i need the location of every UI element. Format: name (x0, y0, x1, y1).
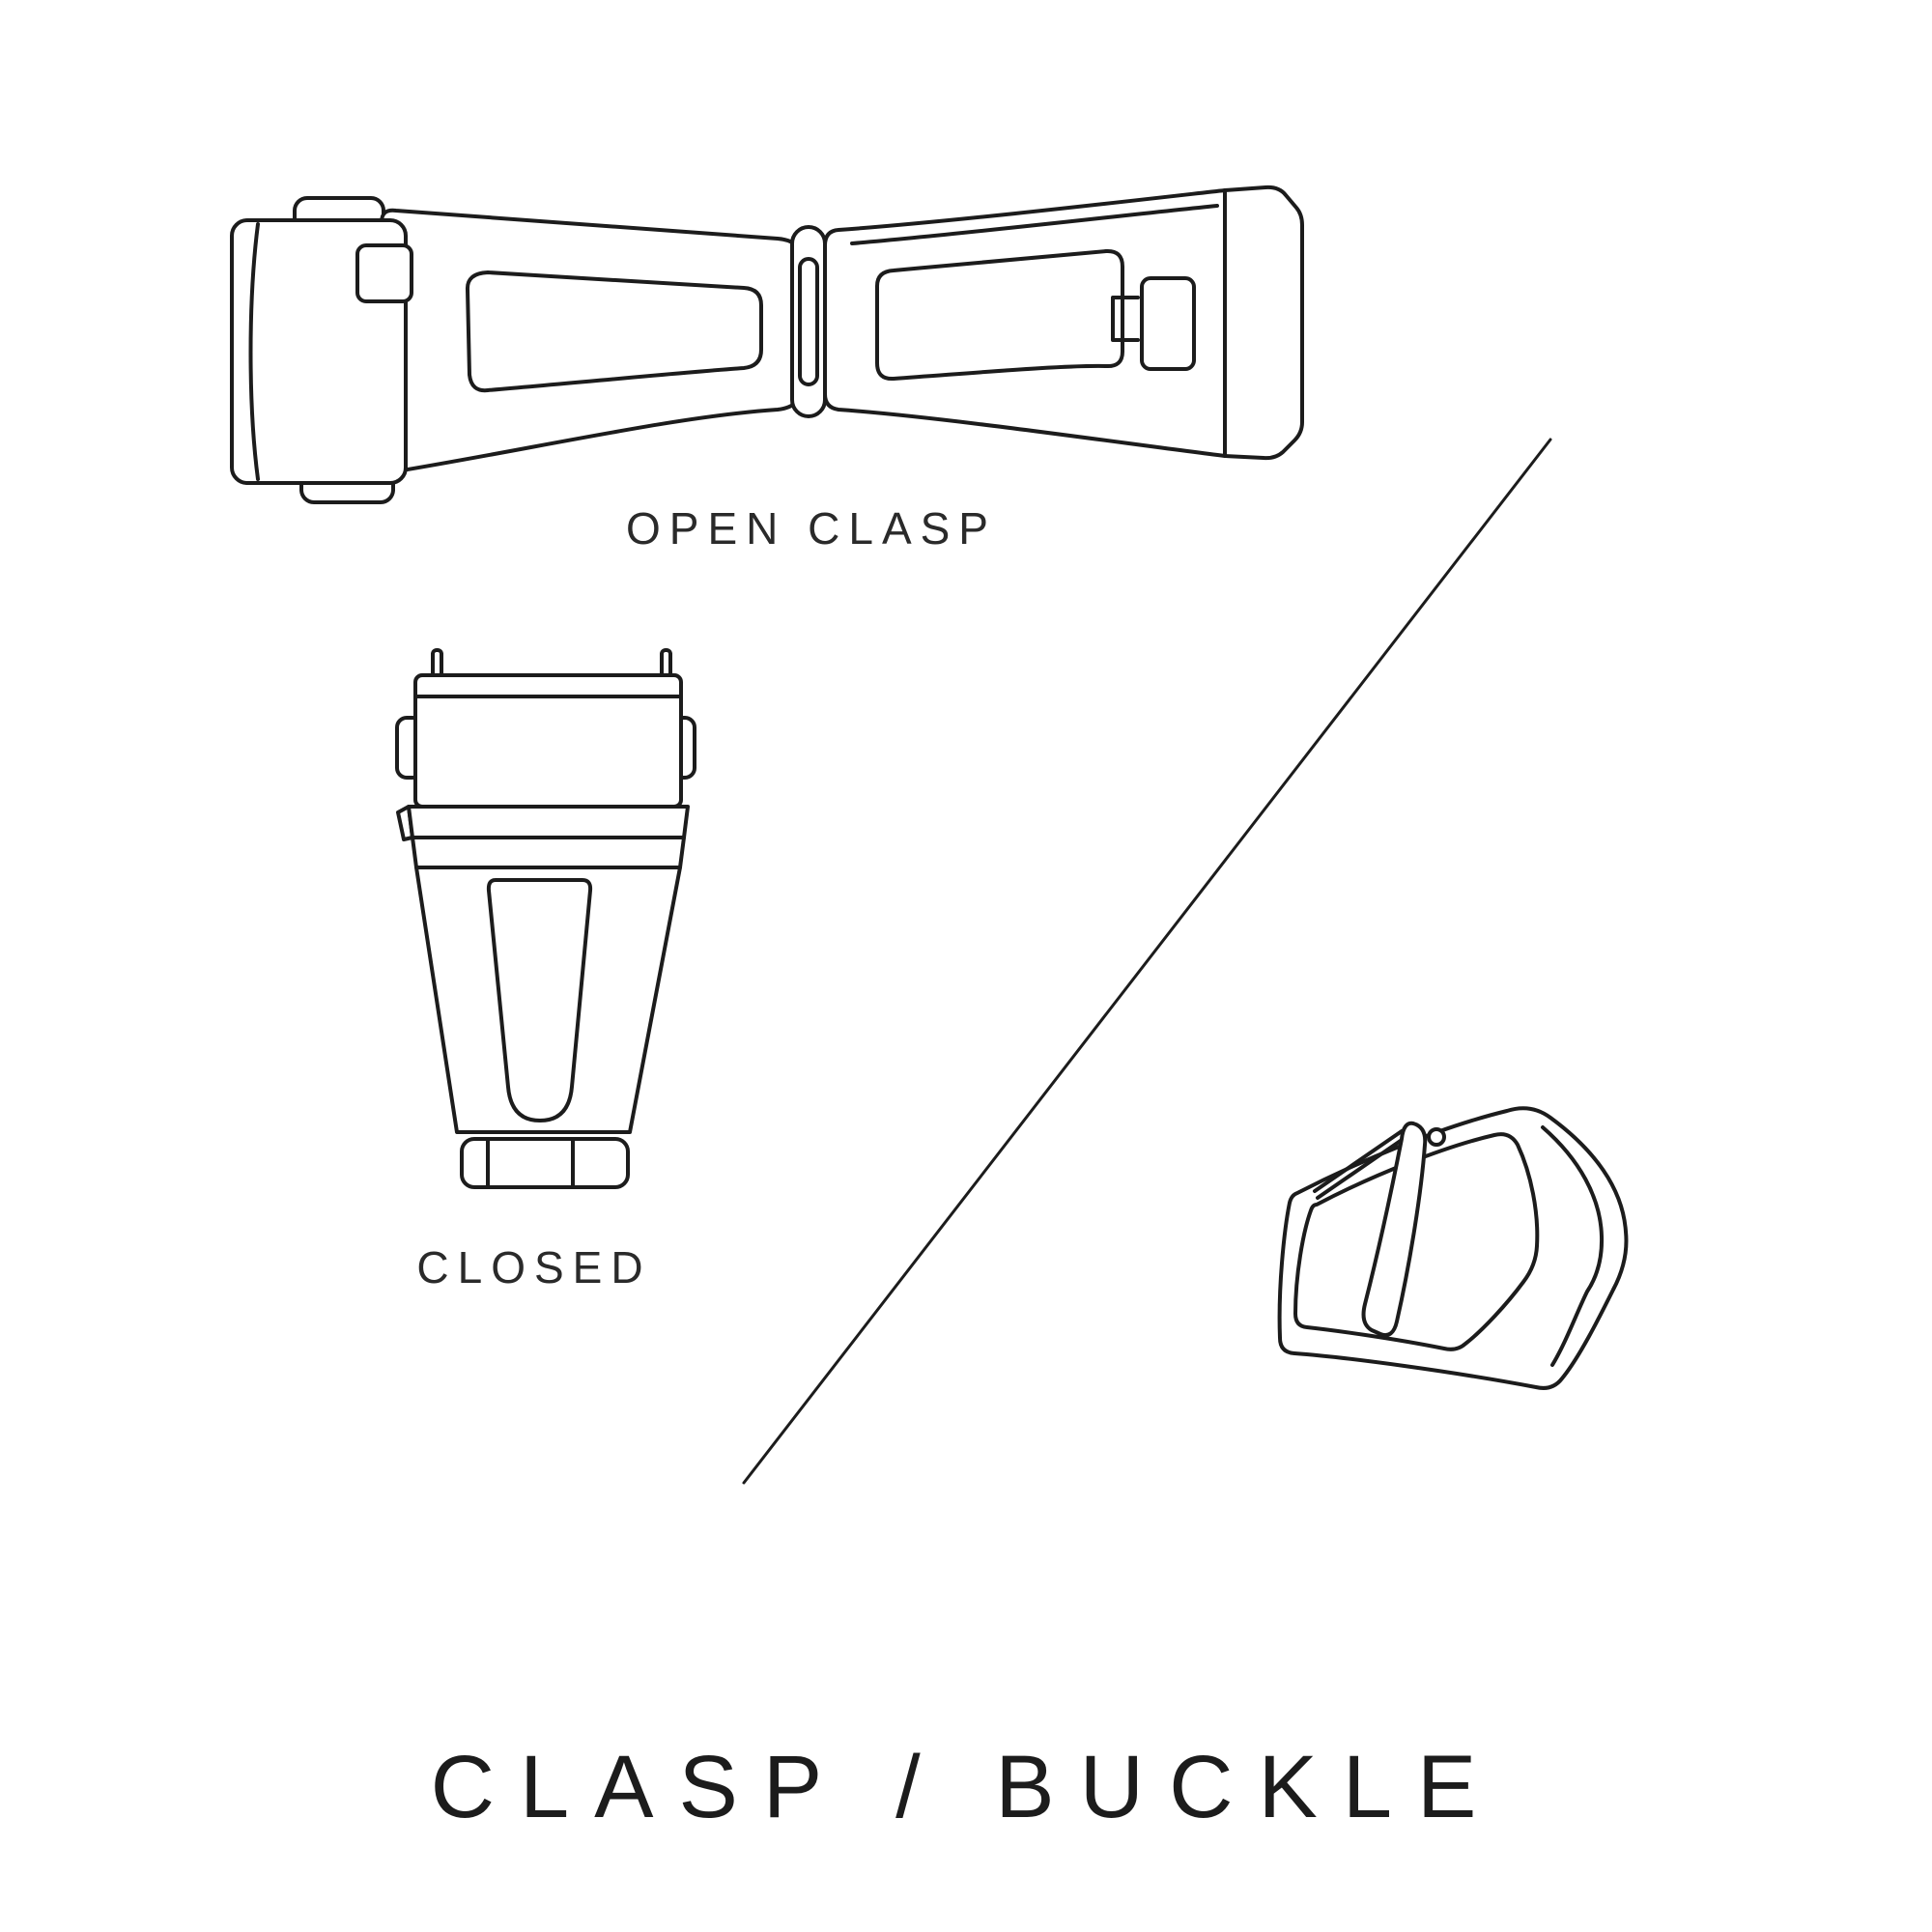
closed-clasp-label: CLOSED (416, 1242, 652, 1293)
open-clasp-left-arm-inner-line (465, 270, 763, 393)
buckle-prong (1361, 1121, 1428, 1338)
diagonal-divider (575, 420, 1570, 1507)
page-title: CLASP / BUCKLE (430, 1738, 1502, 1836)
diagonal-divider-line (742, 438, 1552, 1485)
open-clasp-illustration (213, 174, 1314, 512)
open-clasp-release-notch (355, 243, 413, 303)
open-clasp-lock-hook (1111, 296, 1140, 342)
closed-clasp-illustration (372, 633, 720, 1222)
open-clasp-right-arm-inner-line (875, 248, 1124, 382)
open-clasp-end-block-fold-line (248, 222, 260, 481)
closed-clasp-body (414, 866, 682, 1134)
buckle-side-band-line (1541, 1125, 1605, 1367)
open-clasp-right-arm-top-line (850, 204, 1219, 245)
closed-clasp-end-bar (460, 1137, 630, 1189)
buckle-window (1293, 1132, 1540, 1351)
tang-buckle-illustration (1222, 1067, 1666, 1444)
open-clasp-hinge-pin (798, 257, 819, 386)
closed-clasp-slot (486, 878, 593, 1122)
open-clasp-lock-slot (1140, 276, 1196, 371)
buckle-spring-bar (1313, 1129, 1406, 1200)
open-clasp-label: OPEN CLASP (626, 503, 997, 554)
open-clasp-right-arm (823, 185, 1304, 461)
buckle-prong-loop (1427, 1127, 1446, 1147)
